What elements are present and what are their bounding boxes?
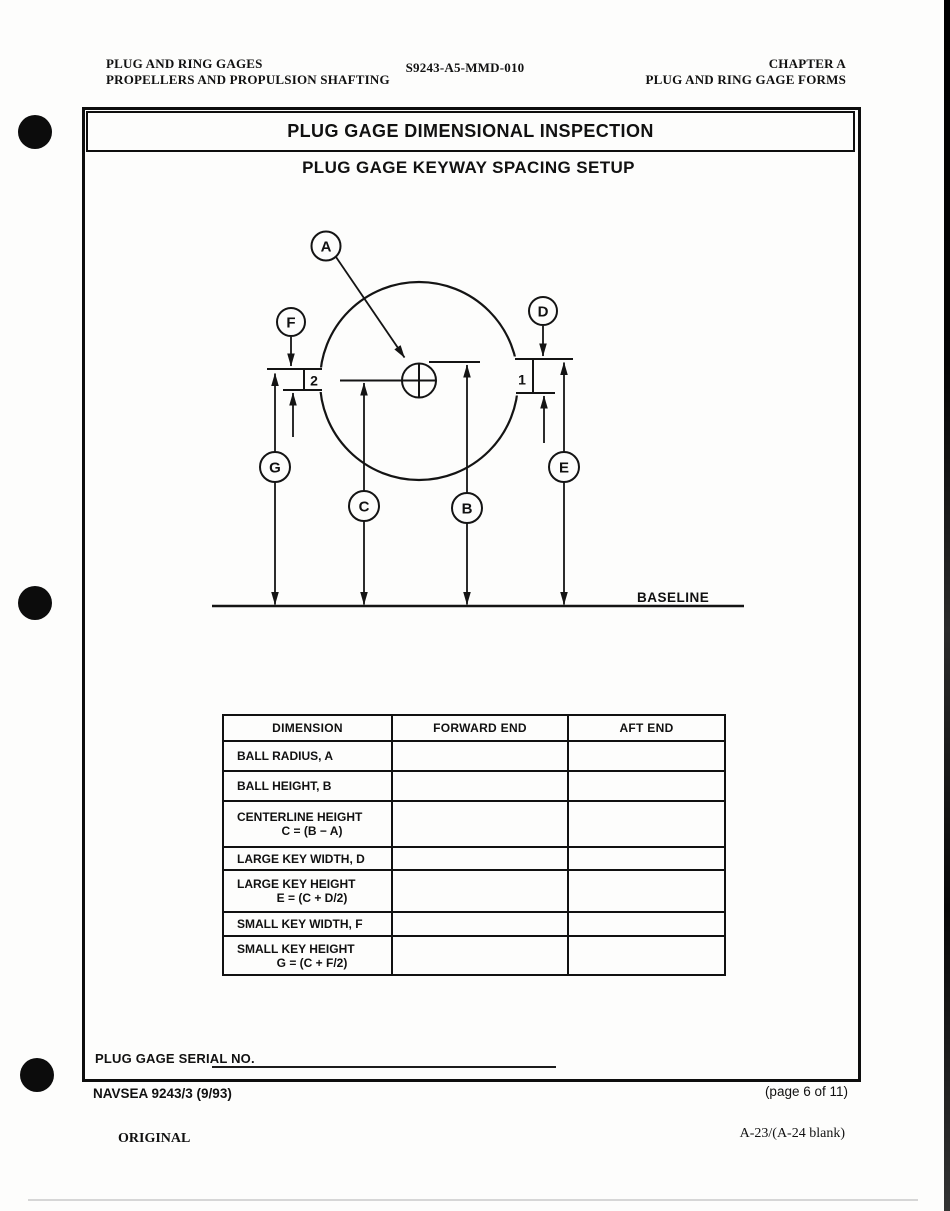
diagram-label-circles xyxy=(259,230,580,524)
page-reference: A-23/(A-24 blank) xyxy=(739,1126,845,1141)
aft-end-cell xyxy=(567,869,726,913)
header-right-line1: CHAPTER A xyxy=(768,56,846,71)
diagram-label-a: A xyxy=(321,239,332,256)
table-header-row: DIMENSION FORWARD END AFT END xyxy=(222,714,726,742)
column-header-forward-end: FORWARD END xyxy=(391,714,569,742)
header-left-line1: PLUG AND RING GAGES xyxy=(106,56,263,71)
original-label: ORIGINAL xyxy=(118,1131,191,1146)
diagram-label-c: C xyxy=(359,499,370,516)
table-row: SMALL KEY WIDTH, F xyxy=(222,911,726,937)
keyway-2-number: 2 xyxy=(310,373,318,389)
aft-end-cell xyxy=(567,800,726,848)
aft-end-cell xyxy=(567,846,726,871)
aft-end-cell xyxy=(567,770,726,802)
serial-number-blank-line xyxy=(212,1048,556,1068)
table-row: SMALL KEY HEIGHT G = (C + F/2) xyxy=(222,935,726,976)
dimension-table: DIMENSION FORWARD END AFT END BALL RADIU… xyxy=(222,714,726,976)
dimension-label: BALL RADIUS, A xyxy=(222,740,393,772)
ball-center-crosshair xyxy=(340,362,437,399)
diagram-label-b: B xyxy=(462,501,473,518)
dimension-label: CENTERLINE HEIGHT C = (B − A) xyxy=(222,800,393,848)
dimension-label-text: CENTERLINE HEIGHT xyxy=(237,810,363,824)
dimension-label: LARGE KEY HEIGHT E = (C + D/2) xyxy=(222,869,393,913)
aft-end-cell xyxy=(567,911,726,937)
table-row: LARGE KEY WIDTH, D xyxy=(222,846,726,871)
hole-punch-dot-bottom xyxy=(20,1058,54,1092)
table-row: BALL HEIGHT, B xyxy=(222,770,726,802)
diagram-label-e: E xyxy=(559,460,569,477)
header-right-line2: PLUG AND RING GAGE FORMS xyxy=(645,72,846,87)
scan-bottom-line xyxy=(28,1199,918,1201)
forward-end-cell xyxy=(391,800,569,848)
forward-end-cell xyxy=(391,935,569,976)
hole-punch-dot-middle xyxy=(18,586,52,620)
keyway-2-mask xyxy=(301,367,323,392)
form-subtitle: PLUG GAGE KEYWAY SPACING SETUP xyxy=(302,158,635,177)
keyway-1-outline xyxy=(515,358,573,394)
dimension-formula: C = (B − A) xyxy=(281,824,343,838)
dimension-label: LARGE KEY WIDTH, D xyxy=(222,846,393,871)
serial-number-label: PLUG GAGE SERIAL NO. xyxy=(95,1051,255,1066)
forward-end-cell xyxy=(391,740,569,772)
column-header-aft-end: AFT END xyxy=(567,714,726,742)
keyway-2-outline xyxy=(267,368,322,391)
dimension-label-text: LARGE KEY HEIGHT xyxy=(237,877,356,891)
table-row: CENTERLINE HEIGHT C = (B − A) xyxy=(222,800,726,848)
dimension-label: SMALL KEY HEIGHT G = (C + F/2) xyxy=(222,935,393,976)
column-header-dimension: DIMENSION xyxy=(222,714,393,742)
form-title: PLUG GAGE DIMENSIONAL INSPECTION xyxy=(287,121,654,141)
hole-punch-dot-top xyxy=(18,115,52,149)
diagram-label-g: G xyxy=(269,460,281,477)
header-left: PLUG AND RING GAGES PROPELLERS AND PROPU… xyxy=(106,56,390,88)
dimension-label: BALL HEIGHT, B xyxy=(222,770,393,802)
keyway-spacing-diagram: A F D G C B E 2 1 BASELINE xyxy=(212,230,744,608)
page-info: (page 6 of 11) xyxy=(764,1084,848,1099)
forward-end-cell xyxy=(391,846,569,871)
aft-end-cell xyxy=(567,935,726,976)
dimension-formula: E = (C + D/2) xyxy=(276,891,348,905)
header-left-line2: PROPELLERS AND PROPULSION SHAFTING xyxy=(106,72,390,87)
dimension-label-text: SMALL KEY HEIGHT xyxy=(237,941,355,956)
diagram-label-d: D xyxy=(538,304,549,321)
form-title-bar: PLUG GAGE DIMENSIONAL INSPECTION xyxy=(86,111,855,152)
header-right: CHAPTER A PLUG AND RING GAGE FORMS xyxy=(645,56,846,88)
baseline-label: BASELINE xyxy=(637,590,709,605)
diagram-label-f: F xyxy=(286,315,295,332)
aft-end-cell xyxy=(567,740,726,772)
forward-end-cell xyxy=(391,911,569,937)
form-number: NAVSEA 9243/3 (9/93) xyxy=(93,1086,232,1101)
forward-end-cell xyxy=(391,770,569,802)
keyway-1-mask xyxy=(513,356,534,396)
table-row: BALL RADIUS, A xyxy=(222,740,726,772)
keyway-1-number: 1 xyxy=(518,372,526,388)
dimension-label: SMALL KEY WIDTH, F xyxy=(222,911,393,937)
scan-edge-strip xyxy=(944,0,950,1211)
dimension-formula: G = (C + F/2) xyxy=(276,955,348,970)
form-border-box xyxy=(82,107,861,1082)
header-doc-number: S9243-A5-MMD-010 xyxy=(405,60,525,75)
forward-end-cell xyxy=(391,869,569,913)
arrow-a-leader xyxy=(335,256,406,359)
table-row: LARGE KEY HEIGHT E = (C + D/2) xyxy=(222,869,726,913)
